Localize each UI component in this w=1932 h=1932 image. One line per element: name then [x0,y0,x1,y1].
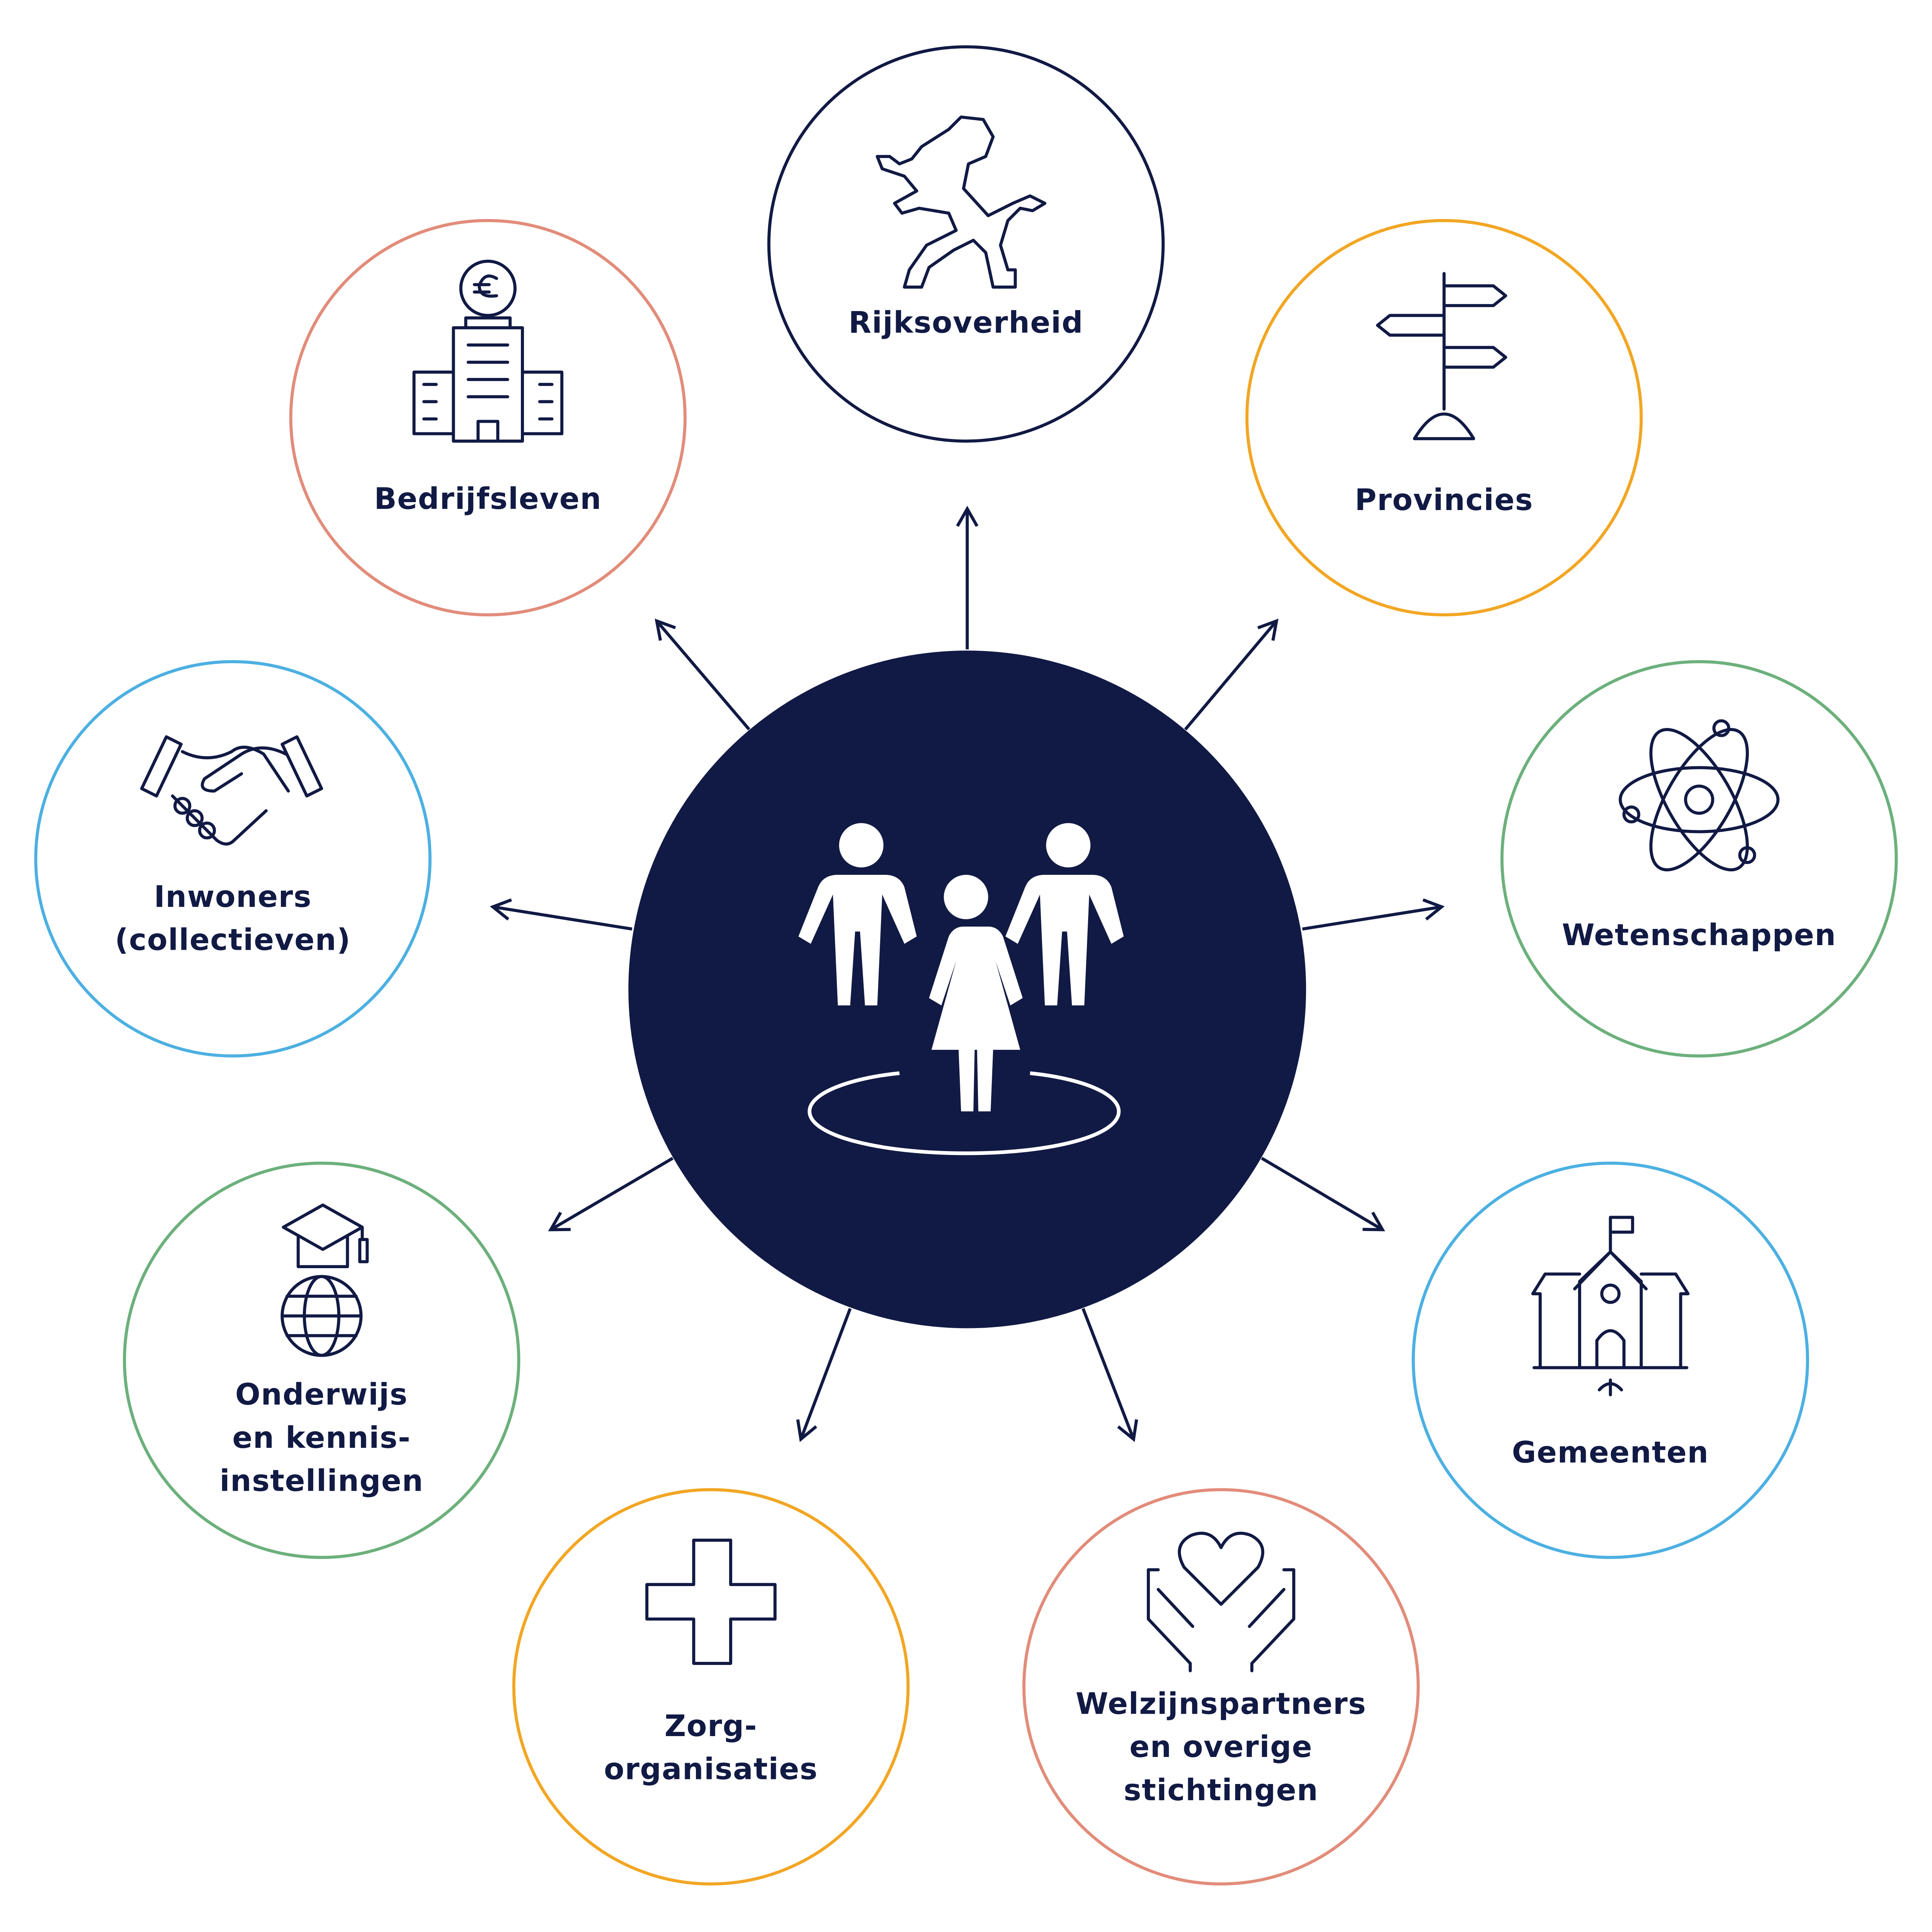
arrow [655,619,750,731]
node-gemeenten: Gemeenten [1412,1162,1809,1559]
node-circle [1500,660,1898,1058]
node-wetenschappen: Wetenschappen [1500,660,1898,1058]
label-line: en overige [1129,1730,1313,1764]
center-circle [628,650,1306,1328]
label-line: (collectieven) [115,923,351,957]
node-label: Rijksoverheid [849,306,1083,340]
signpost-icon [1376,272,1507,440]
node-circle [34,660,432,1058]
arrow [490,898,633,931]
atom-icon [1619,719,1780,872]
label-line: Provincies [1355,483,1533,517]
arrow [548,1157,674,1231]
node-label: Gemeenten [1512,1435,1709,1470]
node-circle [1022,1488,1420,1886]
label-line: stichtingen [1124,1773,1318,1808]
arrow [1302,898,1445,931]
arrow [1082,1308,1138,1442]
office-euro-icon [412,260,564,443]
node-label: Inwoners (collectieven) [115,880,351,957]
arrow [1184,618,1279,731]
node-circle [512,1488,910,1886]
label-line: organisaties [604,1752,818,1787]
node-circle [1412,1162,1809,1559]
arrow [1261,1157,1385,1231]
heart-hands-icon [1146,1532,1296,1672]
label-line: Welzijnspartners [1076,1687,1367,1721]
arrow [796,1308,852,1442]
node-label: Zorg-organisaties [604,1709,818,1787]
node-onderwijs: Onderwijs en kennis-instellingen [123,1162,520,1559]
arrows [490,505,1445,1442]
label-line: instellingen [219,1464,423,1498]
label-line: Onderwijs [235,1378,408,1412]
graduation-globe-icon [281,1203,369,1357]
node-provincies: Provincies [1245,219,1643,617]
node-rijksoverheid: Rijksoverheid [767,45,1165,443]
town-hall-icon [1531,1216,1690,1396]
label-line: Wetenschappen [1562,918,1836,952]
node-inwoners: Inwoners (collectieven) [34,660,432,1058]
label-line: Bedrijfsleven [374,482,602,516]
label-line: Rijksoverheid [849,306,1083,340]
node-label: Welzijnspartners en overige stichtingen [1076,1687,1367,1808]
lion-icon [876,115,1047,289]
label-line: Zorg- [665,1709,757,1743]
label-line: Gemeenten [1512,1435,1709,1470]
label-line: en kennis- [232,1421,411,1455]
node-bedrijfsleven: Bedrijfsleven [289,219,687,617]
node-welzijnspartners: Welzijnspartners en overige stichtingen [1022,1488,1420,1886]
medical-cross-icon [645,1538,777,1665]
node-label: Onderwijs en kennis-instellingen [219,1378,423,1498]
node-zorg: Zorg-organisaties [512,1488,910,1886]
node-circle [1245,219,1643,617]
node-label: Bedrijfsleven [374,482,602,516]
label-line: Inwoners [154,880,312,914]
node-circle [289,219,687,617]
node-label: Provincies [1355,483,1533,517]
handshake-icon [140,735,323,846]
people-group-icon [798,823,1124,1155]
node-label: Wetenschappen [1562,918,1836,952]
node-circle [123,1162,520,1559]
